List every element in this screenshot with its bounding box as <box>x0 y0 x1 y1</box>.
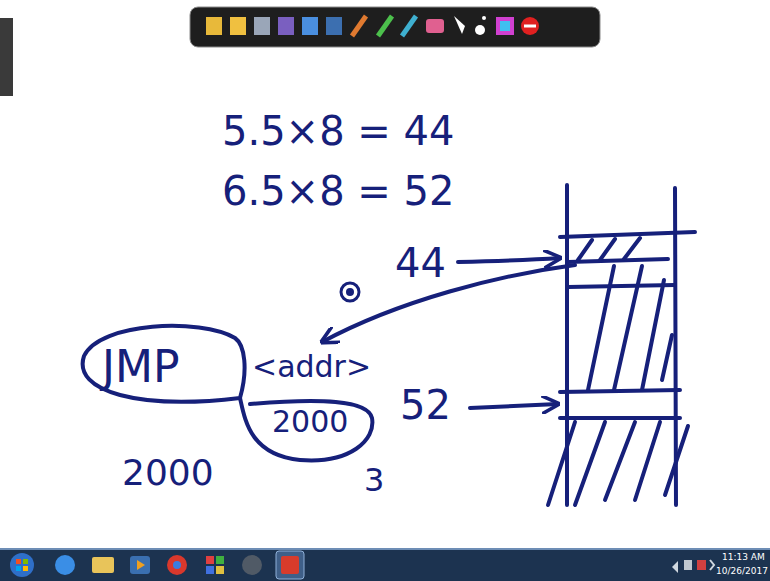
side-panel <box>0 18 13 96</box>
taskbar <box>0 548 770 581</box>
instruction-mnemonic: JMP <box>102 342 179 393</box>
memory-column <box>548 185 695 505</box>
equation: 5.5×8 = 44 <box>222 108 454 154</box>
ink-dot <box>346 288 354 296</box>
jump-address: 2000 <box>272 405 348 440</box>
ink-loop <box>83 326 373 461</box>
circled-instruction: JMP 2000 <box>70 312 385 467</box>
byte-count: 3 <box>364 462 384 499</box>
address-value: 52 <box>400 382 451 428</box>
address-value: 44 <box>395 240 446 286</box>
operand-placeholder: <addr> <box>252 350 371 385</box>
pen-toolbar <box>190 7 600 47</box>
ink-dot <box>341 283 359 301</box>
clock-time: 11:13 AM <box>722 552 765 562</box>
address-value: 2000 <box>122 452 214 493</box>
equation: 6.5×8 = 52 <box>222 168 454 214</box>
clock-date: 10/26/2017 <box>716 566 768 576</box>
